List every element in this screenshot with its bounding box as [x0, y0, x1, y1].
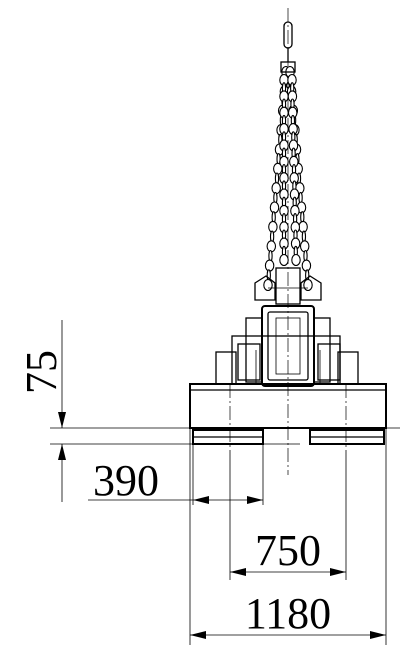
chain-link [266, 240, 277, 253]
dimension-75 [58, 320, 66, 502]
dimension-1180 [189, 428, 387, 645]
track-pad-right [309, 429, 385, 445]
chain-link [299, 240, 310, 253]
lifting-hook [280, 21, 296, 73]
chain-link [279, 253, 289, 267]
chain-link [301, 259, 312, 272]
chain-link [291, 253, 301, 267]
chain-link [263, 278, 273, 292]
dimension-1180-label: 1180 [245, 589, 331, 638]
track-pad-left [192, 429, 264, 445]
chain-link [268, 220, 278, 233]
chain-link [298, 220, 308, 233]
dimension-750-label: 750 [255, 526, 321, 575]
lifting-chains [263, 65, 313, 292]
boom-support [254, 267, 322, 305]
dimension-750 [229, 450, 347, 580]
chain-link [303, 278, 313, 292]
dimension-390-label: 390 [93, 456, 159, 505]
dimension-390 [88, 444, 264, 505]
dimension-75-label: 75 [17, 350, 66, 394]
chain-link [269, 201, 280, 214]
chain-link [271, 182, 281, 195]
chain-link [264, 259, 275, 272]
cab-body [215, 305, 359, 387]
